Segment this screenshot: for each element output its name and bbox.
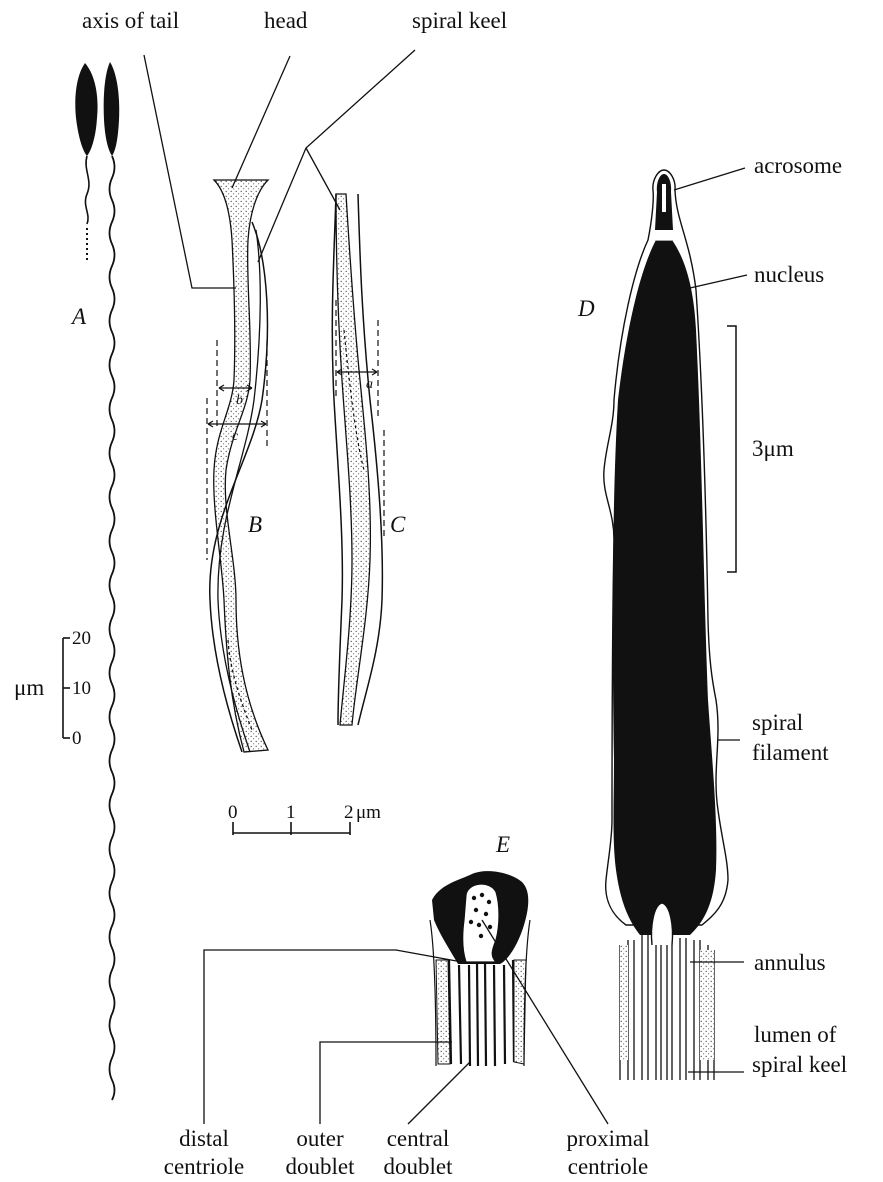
label-axis-of-tail: axis of tail [82,8,179,34]
leader-lines-e [204,920,608,1124]
scale-d-label: 3μm [752,436,794,462]
label-spiral-filament-2: filament [752,740,829,766]
panel-d-acrosome-highlight [662,184,666,212]
panel-label-c: C [390,512,405,538]
panel-c-stippled-axis [336,194,370,725]
panel-a-long-tail [110,156,115,1100]
label-spiral-filament-1: spiral [752,710,803,736]
panel-c-drawing [332,194,384,725]
label-outer-2: doublet [265,1154,375,1180]
panel-d-scale-bracket [727,326,736,572]
scale-a-unit: μm [14,675,44,701]
panel-label-d: D [578,296,595,322]
leader-lines-top [144,50,415,288]
label-central-1: central [363,1126,473,1152]
measure-label-b: b [236,388,243,414]
scale-a-tick-10: 10 [72,676,91,702]
panel-d-doublets [620,935,714,1080]
panel-label-a: A [72,304,86,330]
scale-bc-tick-2: 2 [344,800,354,826]
measure-label-a: a [366,372,373,398]
panel-a-drawing [75,62,119,1100]
scale-a-tick-0: 0 [72,726,82,752]
panel-d-stipple-left [620,945,628,1060]
label-outer-1: outer [275,1126,365,1152]
panel-a-head-right [104,62,120,156]
panel-e-stipple-left [436,960,450,1064]
label-lumen-1: lumen of [754,1022,836,1048]
panel-label-b: B [248,512,262,538]
panel-d-nucleus [613,240,717,935]
scale-bc-unit: μm [356,800,381,826]
label-head: head [264,8,307,34]
label-proximal-1: proximal [548,1126,668,1152]
panel-d-drawing [604,170,736,1080]
label-distal-2: centriole [149,1154,259,1180]
panel-b-drawing [207,180,268,752]
label-annulus: annulus [754,950,826,976]
label-proximal-2: centriole [548,1154,668,1180]
label-spiral-keel: spiral keel [412,8,507,34]
label-lumen-2: spiral keel [752,1052,847,1078]
scale-a-tick-20: 20 [72,626,91,652]
panel-d-stipple-right [700,950,714,1060]
label-acrosome: acrosome [754,153,842,179]
label-central-2: doublet [363,1154,473,1180]
panel-a-head-left [75,63,97,156]
scale-bc-tick-1: 1 [286,800,296,826]
scale-bar-a [63,638,70,738]
label-nucleus: nucleus [754,262,824,288]
label-distal-1: distal [159,1126,249,1152]
scale-bc-tick-0: 0 [228,800,238,826]
panel-e-doublets [449,960,514,1066]
panel-e-drawing [430,871,530,1066]
panel-label-e: E [496,832,510,858]
measure-label-c: c [232,424,238,450]
panel-a-tail-short [85,156,89,224]
